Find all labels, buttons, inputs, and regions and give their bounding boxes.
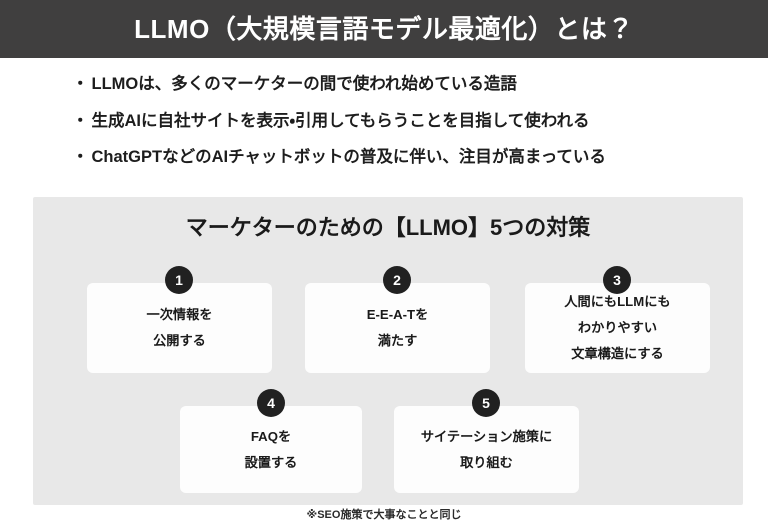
measure-card-label: サイテーション施策に 取り組む — [420, 428, 553, 470]
measure-card-label: FAQを 設置する — [244, 428, 298, 470]
card-badge-4: 4 — [257, 389, 285, 417]
measure-card-label: E-E-A-Tを 満たす — [366, 307, 429, 348]
list-item-label: LLMOは、多くのマーケターの間で使われ始めている造語 — [91, 75, 517, 93]
card-badge-2: 2 — [383, 266, 411, 294]
header-bar: LLMO（大規模言語モデル最適化）とは？ — [0, 0, 768, 58]
bullet-dot-icon: ・ — [72, 111, 89, 130]
list-item: ・ LLMOは、多くのマーケターの間で使われ始めている造語 — [72, 76, 732, 93]
card-badge-5: 5 — [472, 389, 500, 417]
footnote: ※SEO施策で大事なことと同じ — [306, 509, 462, 521]
measure-card-2: E-E-A-Tを 満たす — [305, 283, 490, 373]
bullet-list: ・ LLMOは、多くのマーケターの間で使われ始めている造語 ・ 生成AIに自社サ… — [72, 76, 732, 166]
measures-panel: マーケターのための【LLMO】5つの対策 1 一次情報を 公開する 2 E-E-… — [33, 197, 743, 505]
measure-card-label: 人間にもLLMにも わかりやすい 文章構造にする — [564, 294, 671, 361]
card-badge-3: 3 — [603, 266, 631, 294]
list-item-label: 生成AIに自社サイトを表示・引用してもらうことを目指して使われる — [91, 111, 590, 130]
card-badge-1: 1 — [165, 266, 193, 294]
measure-card-4: FAQを 設置する — [180, 406, 362, 493]
measure-card-label: 一次情報を 公開する — [146, 307, 213, 348]
list-item: ・ ChatGPTなどのAIチャットボットの普及に伴い、注目が高まっている — [72, 149, 732, 166]
panel-heading: マーケターのための【LLMO】5つの対策 — [185, 215, 591, 240]
bullet-dot-icon: ・ — [72, 148, 89, 166]
list-item: ・ 生成AIに自社サイトを表示・引用してもらうことを目指して使われる — [72, 111, 732, 130]
page-title: LLMO（大規模言語モデル最適化）とは？ — [134, 14, 634, 44]
measure-card-1: 一次情報を 公開する — [87, 283, 272, 373]
measure-card-5: サイテーション施策に 取り組む — [394, 406, 579, 493]
measure-card-3: 人間にもLLMにも わかりやすい 文章構造にする — [525, 283, 710, 373]
list-item-label: ChatGPTなどのAIチャットボットの普及に伴い、注目が高まっている — [91, 148, 606, 166]
bullet-dot-icon: ・ — [72, 75, 89, 93]
